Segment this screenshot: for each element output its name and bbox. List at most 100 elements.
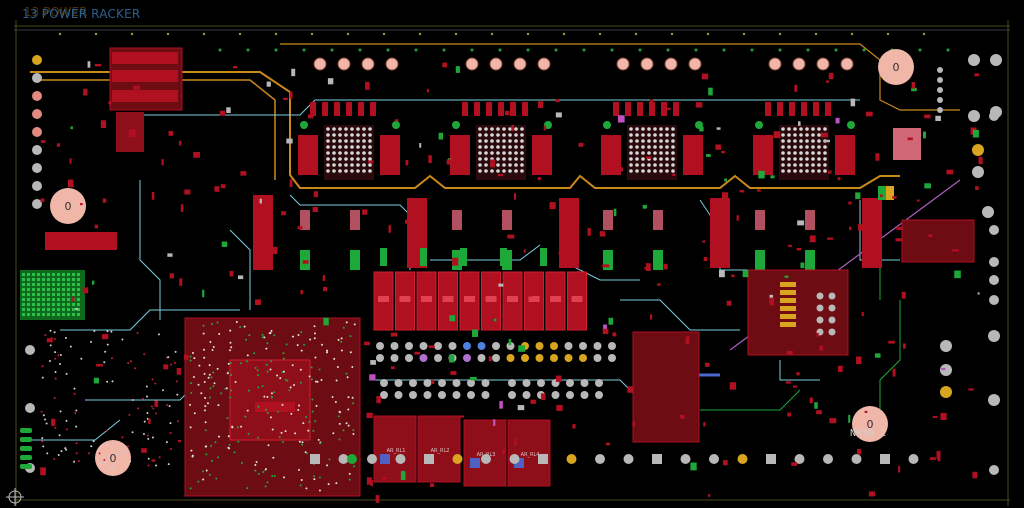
right-pad-grid [780,282,836,336]
bga-ball [805,145,809,149]
pad [828,304,836,312]
via [166,404,169,407]
bga-ball [326,157,330,161]
smd-part [128,129,136,138]
bga-ball [641,139,645,143]
bga-ball [362,127,366,131]
top-bus-trace[interactable] [280,43,960,111]
mounting-hole: 0 [852,406,888,442]
bga-ball [653,127,657,131]
via [201,470,204,473]
bga-ball [332,139,336,143]
bga-ball [665,169,669,173]
via [226,372,229,375]
smd-part [313,191,319,198]
smd-part [461,281,467,286]
bga-ball [671,127,675,131]
smd-part [555,112,562,118]
smd-part [848,201,852,205]
via [244,415,247,418]
header-pin [551,391,560,399]
bga-ball [817,133,821,137]
relay-coil-pad [470,458,480,468]
smd-part [718,270,725,278]
bga-ball [817,169,821,173]
smd-part [370,480,373,487]
thermal-via [77,288,80,291]
left-strip-component[interactable] [45,232,117,250]
bga-ball [793,163,797,167]
pad [32,145,42,155]
via [330,48,334,52]
bga-ball [502,145,506,149]
header-pin [593,354,602,362]
smd-part [221,241,228,248]
pin-headers[interactable] [376,342,616,399]
bga-ball [659,127,663,131]
right-connector-pads[interactable] [937,54,1002,406]
via [345,372,348,375]
via [80,357,83,360]
vertical-component-1[interactable] [253,195,273,270]
via [146,395,149,398]
via [834,48,838,52]
via [333,357,336,360]
thermal-via [32,273,35,276]
smd-part [572,424,576,429]
via [111,380,114,383]
hole-label: 0 [867,418,874,431]
power-trace[interactable] [30,71,900,189]
middle-component-row[interactable] [373,248,587,331]
left-connector-pads[interactable] [20,55,999,475]
cap [334,102,340,116]
cap [625,102,631,116]
via [189,403,192,406]
thermal-via [72,293,75,296]
via [308,375,311,378]
via [247,389,250,392]
bottom-connector-row[interactable] [310,454,919,464]
pad [816,316,824,324]
via [255,460,258,463]
via [288,389,291,392]
via [270,392,273,395]
smd-part [310,141,316,147]
smd-part [828,170,832,174]
smd-part [816,410,822,415]
via [127,362,130,365]
via [77,459,80,462]
inductor [452,210,462,230]
bga-ball [496,127,500,131]
via [59,353,62,356]
thermal-via [67,278,70,281]
pad [32,91,42,101]
via [208,396,211,399]
bga-ball [484,169,488,173]
green-thermal-grid [22,273,80,316]
bga-clusters[interactable] [298,57,882,270]
smd-part [892,368,896,377]
via [327,483,330,486]
bga-ball [338,127,342,131]
bga-ball [653,163,657,167]
microcontroller-area[interactable] [184,317,361,497]
header-pin [380,391,388,399]
via [338,422,341,425]
via [307,429,310,432]
right-component-area[interactable] [632,128,975,443]
smd-part [365,81,370,90]
smd-part [286,138,293,144]
left-component-block[interactable] [109,47,183,152]
bga-ball [344,145,348,149]
bga-ball [338,151,342,155]
via [276,410,279,413]
via [106,343,109,346]
thermal-via [27,288,30,291]
bga-ball [356,145,360,149]
smd-part [151,459,156,462]
smd-part [785,381,791,384]
